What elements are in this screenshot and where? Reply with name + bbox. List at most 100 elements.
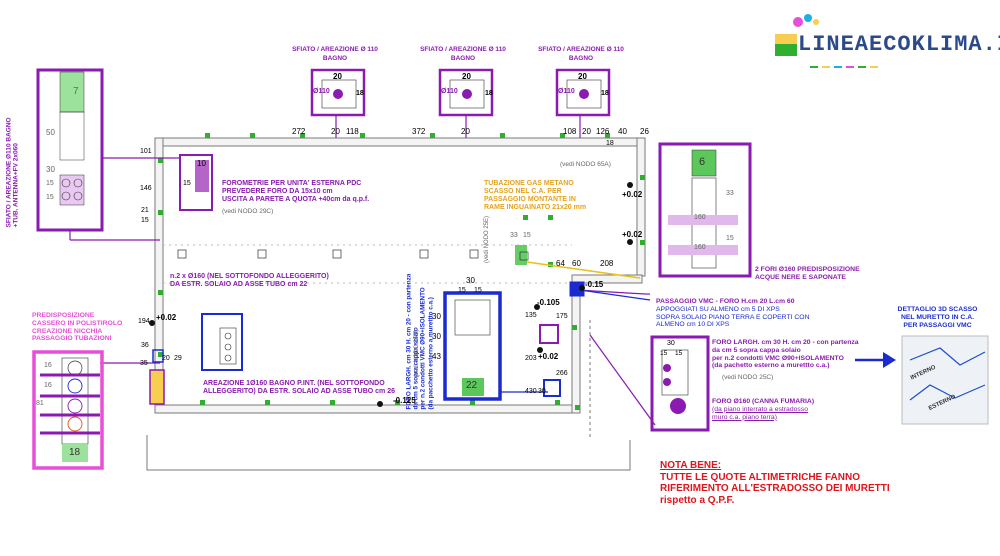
nota-line-3: rispetto a Q.P.F. — [660, 494, 735, 506]
mid-dim-175: 175 — [556, 313, 568, 320]
foro-largh-line-2: da cm 5 sopra cappa solaio — [712, 346, 801, 354]
left-vertical-label: SFIATO / AREAZIONE Ø110 BAGNO +TUB. ANTE… — [6, 77, 21, 227]
cassero-dim-18: 18 — [69, 447, 81, 458]
nodo-29c: (vedi NODO 29C) — [222, 208, 274, 215]
fori-line-2: ACQUE NERE E SAPONATE — [755, 273, 846, 281]
detail-3d-image — [901, 335, 989, 425]
vmc-symbols — [149, 281, 585, 405]
elev-6: -0.125 — [393, 396, 416, 405]
predisp-line-2: CASSERO IN POLISTIROLO — [32, 319, 123, 327]
logo-text: LINEAECOKLIMA.IT — [798, 32, 1000, 57]
passaggio-line-1: PASSAGGIO VMC - FORO H.cm 20 L.cm 60 — [656, 298, 795, 305]
left-dim-21: 21 — [141, 207, 149, 214]
left-dim-194: 194 — [138, 318, 150, 325]
mid-dim-135: 135 — [525, 312, 537, 319]
foro-box-15b: 15 — [675, 350, 683, 357]
dettaglio-3d-note: DETTAGLIO 3D SCASSO NEL MURETTO IN C.A. … — [880, 306, 995, 329]
tubazione-line-4: RAME INGUAINATO 21x20 mm — [484, 204, 587, 212]
small-squares — [177, 249, 529, 261]
vent-1-h: 18 — [356, 90, 364, 97]
mid-dim-30: 30 — [538, 388, 546, 395]
foro-canna-note: FORO Ø160 (CANNA FUMARIA) (da piano inte… — [712, 398, 814, 421]
left-detail-30: 30 — [46, 165, 55, 174]
vent-3-w: 20 — [578, 72, 587, 81]
foro-largh-line-4: (da pachetto esterno a murettto c.a.) — [712, 362, 830, 370]
areazione-line-2: ALLEGGERITO) DA ESTR. SOLAIO AD ASSE TUB… — [203, 388, 396, 396]
predisp-line-3: CREAZIONE NICCHIA — [32, 327, 103, 335]
center-dim-30a: 30 — [432, 312, 441, 321]
left-vertical-line-1: SFIATO / AREAZIONE Ø110 BAGNO — [5, 117, 13, 228]
gas-dim-33: 33 — [510, 232, 518, 239]
vent-1-diam: Ø110 — [313, 88, 330, 95]
tubazione-gas-note: TUBAZIONE GAS METANO SCASSO NEL C.A. PER… — [484, 180, 586, 212]
nota-line-1: TUTTE LE QUOTE ALTIMETRICHE FANNO — [660, 471, 860, 483]
areazione-note: AREAZIONE 1Ø160 BAGNO P.INT. (NEL SOTTOF… — [203, 380, 395, 396]
fori-line-1: 2 FORI Ø160 PREDISPOSIZIONE — [755, 266, 860, 273]
center-dim-15a: 15 — [458, 287, 466, 294]
left-blue-box — [201, 313, 243, 371]
tubazione-line-3: PASSAGGIO MONTANTE IN — [484, 196, 576, 204]
dettaglio-line-3: PER PASSAGGI VMC — [903, 321, 972, 329]
nota-line-2: RIFERIMENTO ALL'ESTRADOSSO DEI MURETTI — [660, 483, 890, 494]
nota-title: NOTA BENE: — [660, 460, 722, 471]
passaggio-vmc-note: PASSAGGIO VMC - FORO H.cm 20 L.cm 60 APP… — [656, 298, 809, 329]
top-dim-108: 108 — [563, 127, 577, 136]
predisposizione-note: PREDISPOSIZIONE CASSERO IN POLISTIROLO C… — [32, 312, 122, 343]
mid-dim-203: 203 — [525, 355, 537, 362]
right-detail-box — [658, 142, 752, 278]
top-dim-40: 40 — [618, 127, 627, 136]
pdc-dim-15: 15 — [183, 180, 191, 187]
cassero-dim-16a: 16 — [44, 362, 52, 369]
left-dim-36: 36 — [141, 342, 149, 349]
mid-dim-64: 64 — [556, 259, 565, 268]
foro-largh-line-3: per n.2 condotti VMC Ø90+ISOLAMENTO — [712, 354, 844, 362]
left-detail-15b: 15 — [46, 194, 54, 201]
forometrie-line-2: PREVEDERE FORO DA 15x10 cm — [222, 188, 333, 196]
fori-160-note: 2 FORI Ø160 PREDISPOSIZIONE ACQUE NERE E… — [755, 266, 860, 282]
nodo-25e: (vedi NODO 25E) — [484, 215, 491, 263]
predisp-line-4: PASSAGGIO TUBAZIONI — [32, 335, 112, 343]
vent-dots — [333, 89, 589, 99]
mid-dim-208: 208 — [600, 259, 614, 268]
canna-line-1: FORO Ø160 (CANNA FUMARIA) — [712, 398, 815, 405]
areazione-line-1: AREAZIONE 1Ø160 BAGNO P.INT. (NEL SOTTOF… — [203, 380, 385, 387]
logo-icon — [775, 14, 819, 56]
right-detail-160b: 160 — [694, 244, 706, 251]
vent-3-diam: Ø110 — [558, 88, 575, 95]
foro-vert-line-3: per n.2 condotti VMC Ø90+ISOLAMENTO — [420, 287, 427, 410]
wall-markers — [158, 133, 645, 410]
predisp-line-1: PREDISPOSIZIONE — [32, 312, 95, 319]
forometrie-line-1: FOROMETRIE PER UNITA' ESTERNA PDC — [222, 180, 362, 187]
right-detail-15: 15 — [726, 235, 734, 242]
vent-2-w: 20 — [462, 72, 471, 81]
vent-inner — [321, 79, 602, 109]
elevation-markers — [149, 182, 633, 407]
mid-dim-430: 430 — [525, 388, 537, 395]
center-blue-box — [443, 291, 502, 401]
elev-7: +0.02 — [156, 313, 177, 322]
nodo-65a: (vedi NODO 65A) — [560, 161, 611, 168]
dettaglio-line-2: NEL MURETTO IN C.A. — [900, 313, 974, 321]
cassero-box — [32, 350, 104, 470]
left-detail-15a: 15 — [46, 180, 54, 187]
center-box-label: 22 — [466, 380, 478, 391]
right-detail-160a: 160 — [694, 214, 706, 221]
elev-3: -0.105 — [537, 298, 560, 307]
passaggio-line-2: APPOGGIATI SU ALMENO cm 5 DI XPS — [656, 305, 780, 313]
foro-box — [650, 335, 710, 432]
top-dim-20b: 20 — [461, 127, 470, 136]
arrow-to-3d — [855, 352, 896, 368]
center-dim-15b: 15 — [474, 287, 482, 294]
cassero-dim-16b: 16 — [44, 382, 52, 389]
passaggio-line-4: ALMENO cm 10 DI XPS — [656, 321, 730, 329]
vent-1-sub: BAGNO — [322, 55, 348, 62]
leader-lines-blue — [500, 289, 651, 393]
nodo-25d: (vedi NODO 25D) — [414, 329, 421, 378]
pdc-box — [179, 154, 213, 211]
vent-1-w: 20 — [333, 72, 342, 81]
top-dim-272: 272 — [292, 127, 306, 136]
vent-boxes — [310, 68, 611, 117]
foro-vert-line-1: FORO LARGH. cm 30 H. cm 20 - con partenz… — [405, 273, 413, 410]
tubazione-line-2: SCASSO NEL C.A. PER — [484, 188, 562, 196]
